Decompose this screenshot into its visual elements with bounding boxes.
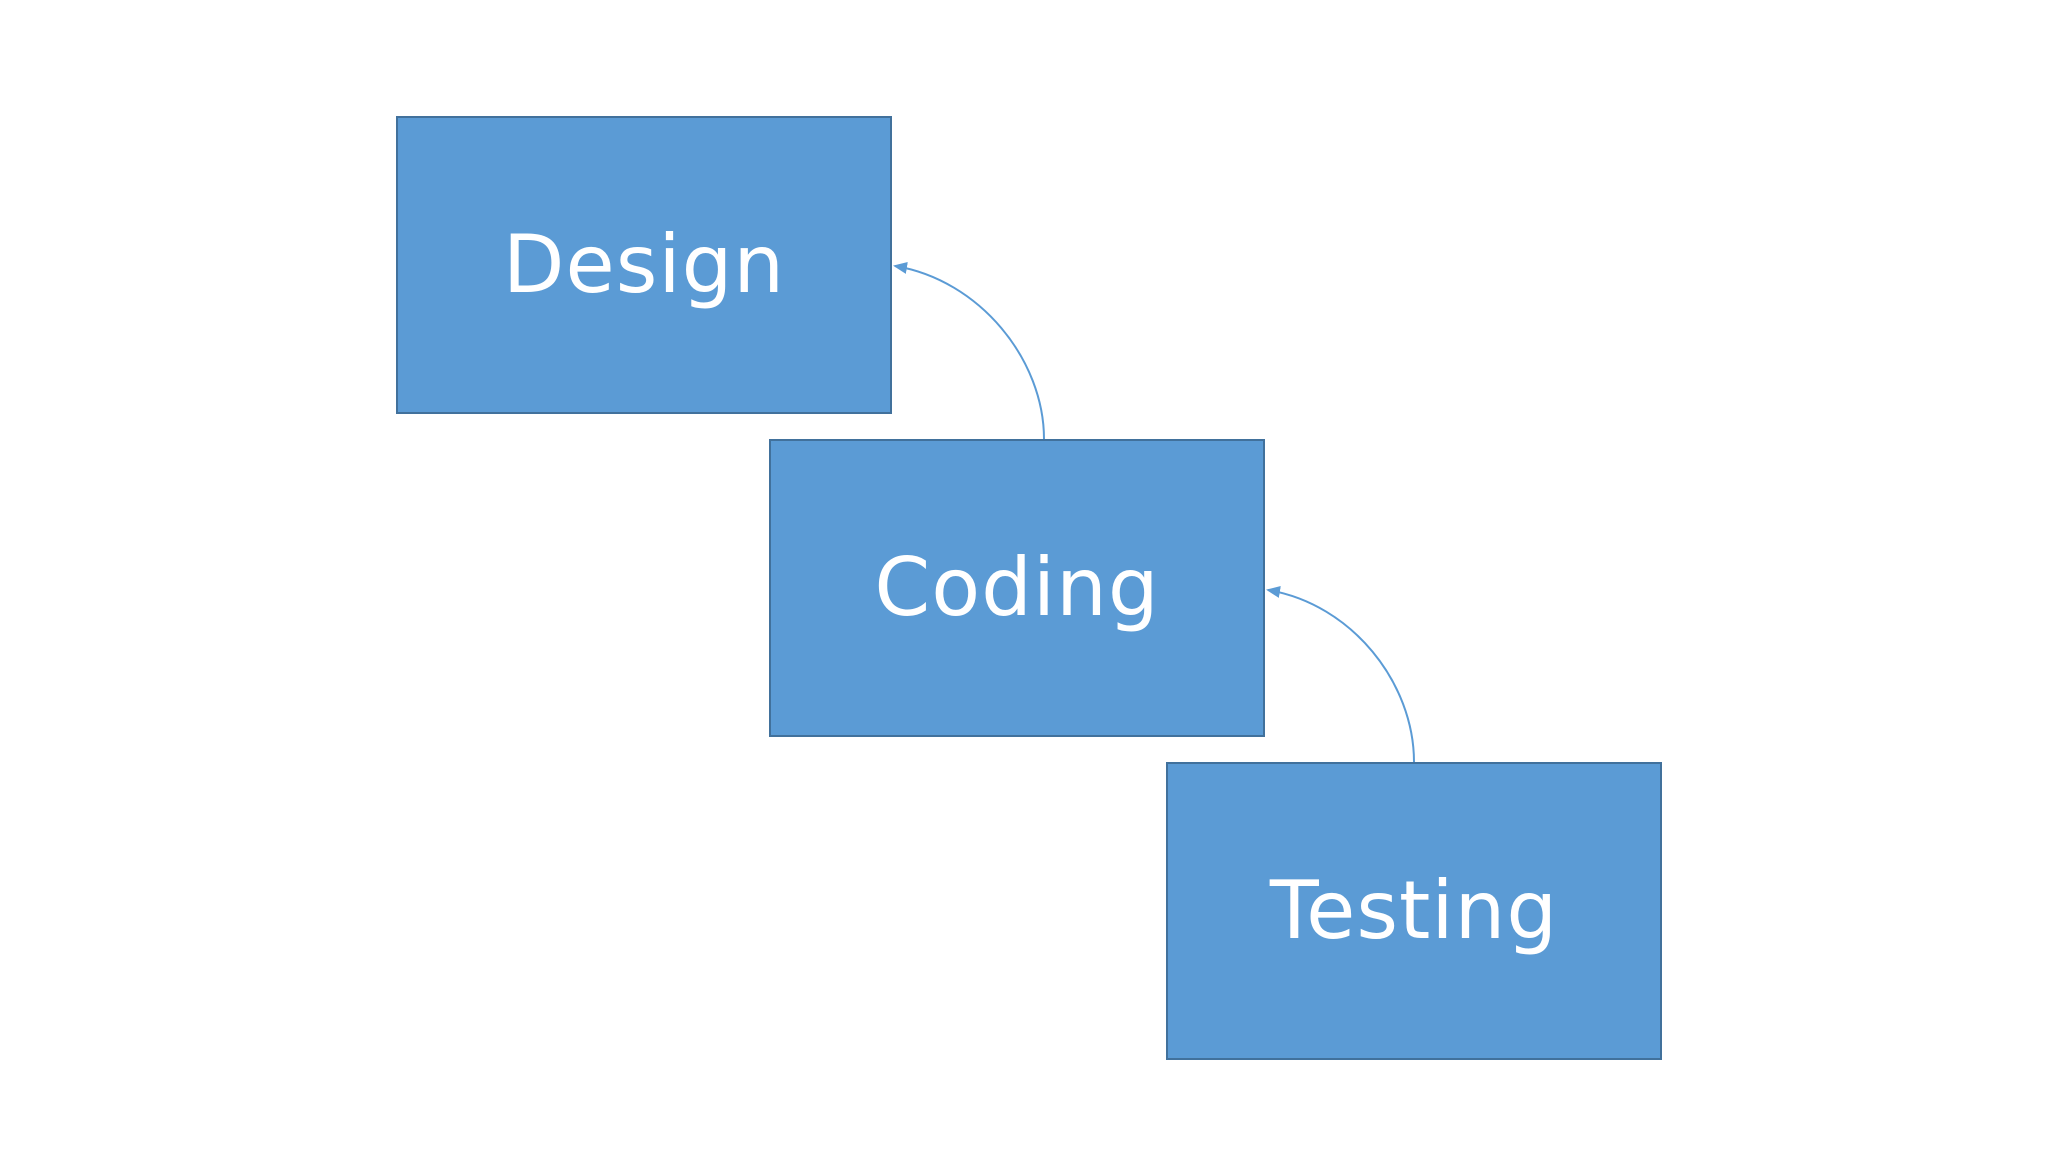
testing-box: Testing xyxy=(1166,762,1662,1060)
testing-label: Testing xyxy=(1269,864,1559,957)
coding-box: Coding xyxy=(769,439,1265,737)
connector-testing-to-coding xyxy=(1266,586,1415,763)
coding-label: Coding xyxy=(874,541,1160,634)
design-label: Design xyxy=(502,218,786,311)
connector-coding-to-design xyxy=(893,262,1045,440)
design-box: Design xyxy=(396,116,892,414)
